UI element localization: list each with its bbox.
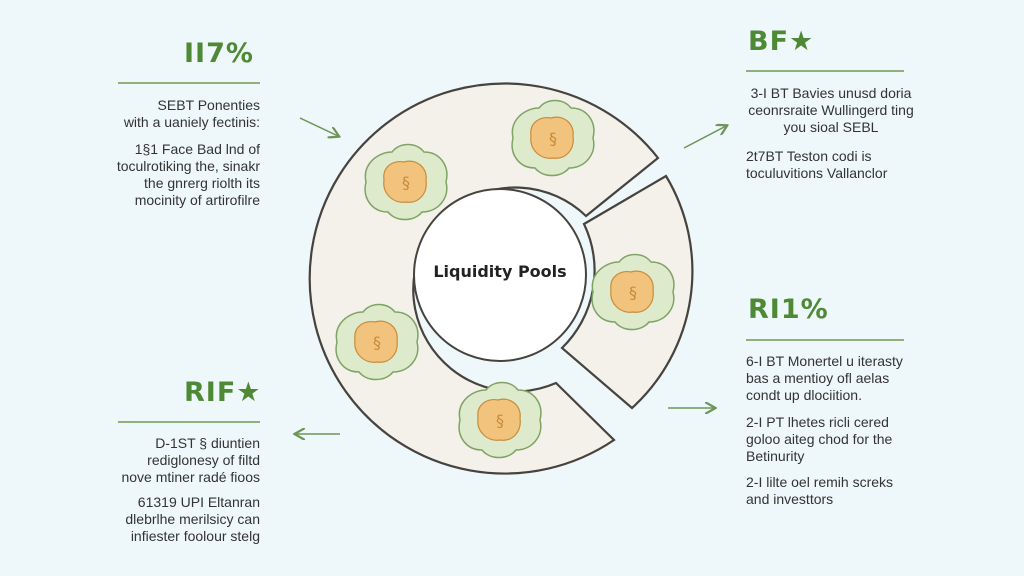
right-bottom-heading: RI1%: [748, 294, 829, 325]
text-line: with a uaniely fectinis:: [123, 114, 260, 130]
left-top-text-a: SEBT Ponenties with a uaniely fectinis:: [100, 97, 260, 131]
text-line: goloo aiteg chod for the: [746, 431, 893, 447]
right-top-text-a: 3-I BT Bavies unusd doria ceonrsraite Wu…: [736, 85, 926, 136]
right-top-text-b: 2t7BT Teston codi is toculuvitions Valla…: [746, 148, 936, 182]
text-line: 61319 UPI Eltanran: [137, 494, 260, 510]
right-bottom-text-b: 2-I PT lhetes ricli cered goloo aiteg ch…: [746, 414, 946, 465]
text-line: 2t7BT Teston codi is: [746, 148, 872, 164]
text-line: bas a mentioy ofl aelas: [746, 370, 890, 386]
text-line: nove mtiner radé fioos: [121, 469, 260, 485]
right-bottom-text-c: 2-I lilte oel remih screks and investtor…: [746, 474, 946, 508]
text-line: 3-I BT Bavies unusd doria: [750, 85, 912, 101]
leaf-coin-icon: §: [458, 381, 542, 459]
svg-text:§: §: [402, 173, 410, 192]
text-line: you sioal SEBL: [783, 119, 879, 135]
text-line: and investtors: [746, 491, 834, 507]
text-line: condt up dlociition.: [746, 387, 862, 403]
left-bottom-divider: [118, 421, 260, 423]
text-line: dlebrlhe merilsicy can: [125, 511, 260, 527]
arrow-icon: [299, 117, 338, 136]
text-line: 2-I lilte oel remih screks: [746, 474, 894, 490]
text-line: toculrotiking the, sinakr: [116, 158, 260, 174]
left-bottom-heading: RIF★: [184, 377, 262, 408]
text-line: mocinity of artirofilre: [134, 192, 260, 208]
text-line: rediglonesy of filtd: [147, 452, 260, 468]
text-line: ceonrsraite Wullingerd ting: [748, 102, 914, 118]
leaf-coin-icon: §: [335, 303, 419, 381]
arrow-icon: [683, 126, 726, 149]
right-bottom-divider: [746, 339, 904, 341]
svg-text:§: §: [496, 411, 504, 430]
leaf-coin-icon: §: [511, 99, 595, 177]
text-line: 6-I BT Monertel u iterasty: [746, 353, 903, 369]
ring-center: [413, 188, 587, 362]
right-top-divider: [746, 70, 904, 72]
right-bottom-text-a: 6-I BT Monertel u iterasty bas a mentioy…: [746, 353, 946, 404]
text-line: the gnrerg riolth its: [144, 175, 260, 191]
right-top-heading: BF★: [748, 26, 815, 57]
text-line: 2-I PT lhetes ricli cered: [746, 414, 889, 430]
text-line: Betinurity: [746, 448, 805, 464]
text-line: SEBT Ponenties: [157, 97, 260, 113]
left-top-heading: II7%: [184, 38, 254, 69]
left-top-divider: [118, 82, 260, 84]
svg-text:§: §: [373, 333, 381, 352]
leaf-coin-icon: §: [364, 143, 448, 221]
text-line: 1§1 Face Bad lnd of: [134, 141, 260, 157]
center-label: Liquidity Pools: [433, 262, 567, 281]
svg-text:§: §: [629, 283, 637, 302]
svg-text:§: §: [549, 129, 557, 148]
left-bottom-text-a: D-1ST § diuntien rediglonesy of filtd no…: [100, 435, 260, 486]
text-line: D-1ST § diuntien: [155, 435, 260, 451]
text-line: infiester foolour stelg: [130, 528, 260, 544]
text-line: toculuvitions Vallanclor: [746, 165, 888, 181]
left-bottom-text-b: 61319 UPI Eltanran dlebrlhe merilsicy ca…: [100, 494, 260, 545]
left-top-text-b: 1§1 Face Bad lnd of toculrotiking the, s…: [100, 141, 260, 209]
leaf-coin-icon: §: [591, 253, 675, 331]
